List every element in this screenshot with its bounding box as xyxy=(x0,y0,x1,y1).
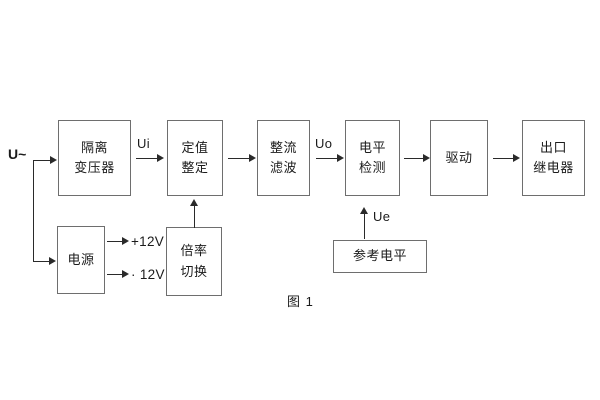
connector-transformer-to-setting xyxy=(136,158,158,159)
connector-rail-positive xyxy=(107,241,124,242)
source-label-u-ac: U~ xyxy=(8,146,27,162)
block-multiplier-switch[interactable]: 倍率 切换 xyxy=(166,227,222,296)
connector-rectify-to-level-detection xyxy=(316,158,338,159)
block-isolation-transformer[interactable]: 隔离 变压器 xyxy=(58,120,131,196)
rail-label-positive-12v: +12V xyxy=(131,234,165,249)
arrowhead-source-to-transformer-icon xyxy=(50,156,57,164)
connector-source-to-transformer xyxy=(33,160,51,161)
arrowhead-multiplier-to-setting-icon xyxy=(190,199,198,206)
figure-caption: 图 1 xyxy=(287,294,314,309)
arrowhead-reference-to-level-detection-icon xyxy=(360,207,368,214)
arrowhead-drive-to-output-relay-icon xyxy=(513,154,520,162)
block-multiplier-switch-line2: 切换 xyxy=(180,263,208,279)
connector-drive-to-output-relay xyxy=(493,158,516,159)
connector-level-detection-to-drive xyxy=(404,158,426,159)
block-output-relay-line2: 继电器 xyxy=(533,160,574,175)
block-power-supply[interactable]: 电源 xyxy=(57,226,105,294)
block-output-relay[interactable]: 出口 继电器 xyxy=(522,120,585,196)
block-drive[interactable]: 驱动 xyxy=(430,120,488,196)
block-level-detection[interactable]: 电平 检测 xyxy=(345,120,400,196)
arrowhead-level-detection-to-drive-icon xyxy=(423,154,430,162)
block-output-relay-line1: 出口 xyxy=(539,139,567,155)
block-setting-adjust[interactable]: 定值 整定 xyxy=(167,120,223,196)
connector-source-bus xyxy=(33,160,34,261)
block-multiplier-switch-line1: 倍率 xyxy=(180,243,208,259)
block-reference-level[interactable]: 参考电平 xyxy=(333,240,427,273)
connector-reference-to-level-detection xyxy=(364,213,365,239)
connector-multiplier-to-setting xyxy=(194,206,195,228)
arrowhead-rectify-to-level-detection-icon xyxy=(337,154,344,162)
connector-setting-to-rectify xyxy=(228,158,250,159)
block-setting-adjust-line1: 定值 xyxy=(181,139,209,155)
block-power-supply-line1: 电源 xyxy=(67,251,95,267)
signal-label-ue: Ue xyxy=(373,209,391,224)
signal-label-ui: Ui xyxy=(137,136,150,151)
block-level-detection-line2: 检测 xyxy=(358,160,386,175)
arrowhead-source-to-power-supply-icon xyxy=(49,257,56,265)
block-rectify-filter-line1: 整流 xyxy=(269,139,297,155)
arrowhead-rail-positive-icon xyxy=(122,237,129,245)
block-level-detection-line1: 电平 xyxy=(358,139,386,155)
block-reference-level-line1: 参考电平 xyxy=(352,248,407,264)
rail-label-negative-12v: · 12V xyxy=(131,267,165,282)
connector-rail-negative xyxy=(107,274,124,275)
block-rectify-filter-line2: 滤波 xyxy=(269,160,297,175)
arrowhead-transformer-to-setting-icon xyxy=(157,154,164,162)
arrowhead-rail-negative-icon xyxy=(122,270,129,278)
block-setting-adjust-line2: 整定 xyxy=(181,160,209,175)
arrowhead-setting-to-rectify-icon xyxy=(249,154,256,162)
signal-label-uo: Uo xyxy=(315,136,333,151)
block-isolation-transformer-line1: 隔离 xyxy=(80,139,108,155)
block-isolation-transformer-line2: 变压器 xyxy=(74,160,115,175)
connector-source-to-power-supply xyxy=(33,261,50,262)
block-rectify-filter[interactable]: 整流 滤波 xyxy=(257,120,310,196)
block-drive-line1: 驱动 xyxy=(445,149,473,165)
